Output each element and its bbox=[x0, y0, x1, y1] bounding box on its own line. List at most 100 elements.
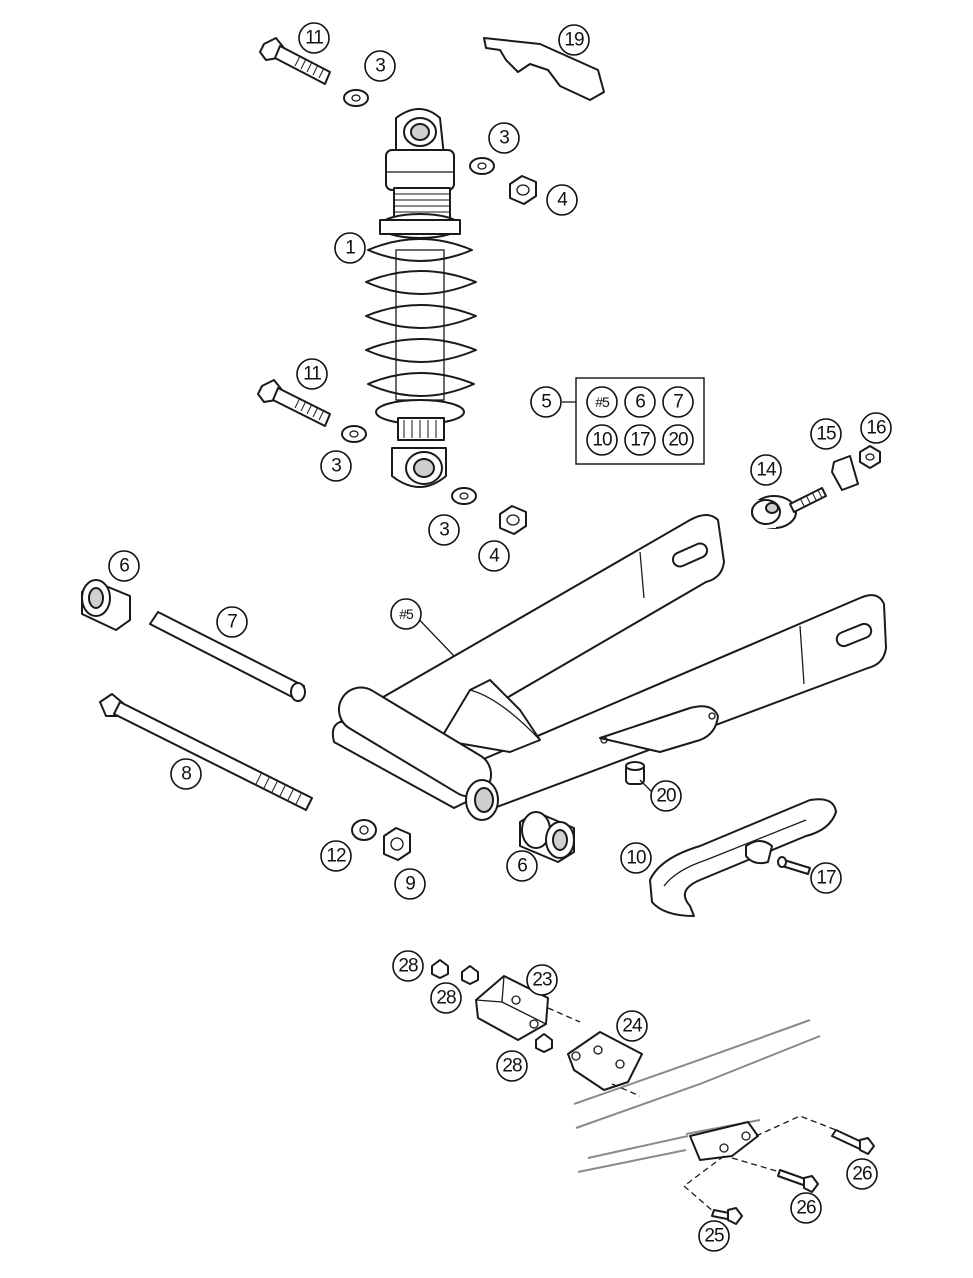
callout-25: 25 bbox=[698, 1220, 730, 1252]
svg-text:6: 6 bbox=[119, 556, 129, 577]
callout-14: 14 bbox=[750, 454, 782, 486]
washer-upper-right bbox=[469, 157, 495, 175]
kit-item-swingarm: #5 bbox=[586, 386, 618, 418]
svg-text:17: 17 bbox=[630, 430, 650, 451]
washer-lower-right bbox=[451, 487, 477, 505]
callout-11-top: 11 bbox=[298, 22, 330, 54]
svg-text:16: 16 bbox=[866, 418, 886, 439]
callout-swingarm: #5 bbox=[390, 598, 422, 630]
svg-text:10: 10 bbox=[626, 848, 646, 869]
pivot-sleeve bbox=[149, 611, 306, 702]
callout-4-upper-right: 4 bbox=[546, 184, 578, 216]
svg-text:26: 26 bbox=[852, 1164, 872, 1185]
frame-outline bbox=[573, 1019, 821, 1173]
swingarm bbox=[331, 514, 887, 821]
spacer bbox=[625, 761, 645, 785]
svg-text:4: 4 bbox=[489, 546, 500, 567]
svg-text:11: 11 bbox=[303, 364, 321, 385]
callout-26-lower: 26 bbox=[790, 1192, 822, 1224]
callout-24: 24 bbox=[616, 1010, 648, 1042]
svg-text:20: 20 bbox=[668, 430, 688, 451]
mount-block bbox=[475, 975, 549, 1041]
slider-screw bbox=[777, 856, 811, 875]
svg-text:8: 8 bbox=[181, 764, 191, 785]
callout-8: 8 bbox=[170, 758, 202, 790]
nut-lower-right bbox=[499, 505, 527, 535]
spanner-wrench bbox=[483, 37, 605, 101]
callout-10: 10 bbox=[620, 842, 652, 874]
svg-text:9: 9 bbox=[405, 874, 415, 895]
svg-text:7: 7 bbox=[673, 392, 683, 413]
svg-text:6: 6 bbox=[517, 856, 527, 877]
bushing-right bbox=[519, 811, 575, 863]
kit-item-7: 7 bbox=[662, 386, 694, 418]
nut-small-2 bbox=[461, 965, 479, 985]
svg-text:11: 11 bbox=[305, 28, 323, 49]
callout-7: 7 bbox=[216, 606, 248, 638]
callout-6-left: 6 bbox=[108, 550, 140, 582]
svg-text:1: 1 bbox=[345, 238, 355, 259]
svg-text:28: 28 bbox=[436, 988, 456, 1009]
callout-3-lower-left: 3 bbox=[320, 450, 352, 482]
callout-20: 20 bbox=[650, 780, 682, 812]
washer-lower-left bbox=[341, 425, 367, 443]
callout-5: 5 bbox=[530, 386, 562, 418]
mount-plate bbox=[567, 1031, 643, 1091]
svg-text:28: 28 bbox=[398, 956, 418, 977]
svg-text:24: 24 bbox=[622, 1016, 643, 1037]
kit-item-20: 20 bbox=[662, 424, 694, 456]
callout-11-lower: 11 bbox=[296, 358, 328, 390]
callout-12: 12 bbox=[320, 840, 352, 872]
svg-text:7: 7 bbox=[227, 612, 237, 633]
svg-text:15: 15 bbox=[816, 424, 836, 445]
svg-text:5: 5 bbox=[541, 392, 551, 413]
svg-text:26: 26 bbox=[796, 1198, 816, 1219]
nut-small-3 bbox=[535, 1033, 553, 1053]
callout-19: 19 bbox=[558, 24, 590, 56]
svg-text:19: 19 bbox=[564, 30, 584, 51]
kit-item-6: 6 bbox=[624, 386, 656, 418]
pivot-bolt bbox=[99, 693, 313, 811]
svg-text:23: 23 bbox=[532, 970, 552, 991]
kit-item-10: 10 bbox=[586, 424, 618, 456]
callout-16: 16 bbox=[860, 412, 892, 444]
shock-absorber bbox=[365, 108, 477, 488]
bolt-top bbox=[259, 37, 331, 85]
svg-text:20: 20 bbox=[656, 786, 676, 807]
svg-text:3: 3 bbox=[499, 128, 509, 149]
chain-slider bbox=[649, 798, 837, 917]
callout-4-lower-right: 4 bbox=[478, 540, 510, 572]
callout-6-right: 6 bbox=[506, 850, 538, 882]
svg-text:#5: #5 bbox=[399, 606, 414, 622]
callout-9: 9 bbox=[394, 868, 426, 900]
callout-28-top: 28 bbox=[392, 950, 424, 982]
chain-adjuster bbox=[751, 487, 827, 529]
callout-3-lower-right: 3 bbox=[428, 514, 460, 546]
chain-adjuster-nut bbox=[859, 445, 881, 469]
callout-17: 17 bbox=[810, 862, 842, 894]
pivot-nut bbox=[383, 827, 411, 861]
svg-text:#5: #5 bbox=[595, 394, 610, 410]
svg-text:14: 14 bbox=[756, 460, 777, 481]
washer-pivot bbox=[351, 819, 377, 841]
bolt-26-upper bbox=[831, 1129, 875, 1155]
svg-text:12: 12 bbox=[326, 846, 346, 867]
callout-3-top-left: 3 bbox=[364, 50, 396, 82]
chain-adjuster-plate bbox=[831, 455, 859, 491]
svg-text:17: 17 bbox=[816, 868, 836, 889]
callout-28-middle: 28 bbox=[430, 982, 462, 1014]
bolt-26-lower bbox=[777, 1169, 819, 1193]
svg-text:3: 3 bbox=[331, 456, 341, 477]
svg-text:4: 4 bbox=[557, 190, 568, 211]
svg-text:3: 3 bbox=[439, 520, 449, 541]
callout-26-upper: 26 bbox=[846, 1158, 878, 1190]
callout-28-bottom: 28 bbox=[496, 1050, 528, 1082]
svg-text:3: 3 bbox=[375, 56, 385, 77]
svg-text:25: 25 bbox=[704, 1226, 724, 1247]
washer-top-left bbox=[343, 89, 369, 107]
svg-text:10: 10 bbox=[592, 430, 612, 451]
callout-23: 23 bbox=[526, 964, 558, 996]
bushing-left bbox=[81, 579, 131, 631]
svg-text:28: 28 bbox=[502, 1056, 522, 1077]
